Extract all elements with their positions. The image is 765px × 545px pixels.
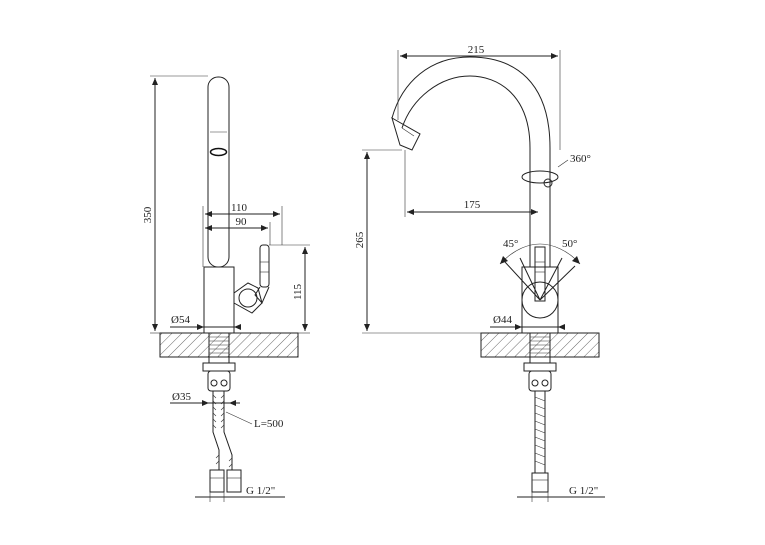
lever-hub-front [521, 281, 559, 319]
dim-width-90: 90 [236, 216, 248, 228]
lever-swing-left [504, 257, 541, 301]
hose-right-side [223, 391, 233, 470]
aerator-side [209, 147, 228, 157]
lever-handle-side [259, 244, 270, 288]
mounting-nut-side [202, 362, 236, 372]
front-view: 360° 45° 50° 215 [354, 44, 605, 502]
dim-diameter-54: Ø54 [171, 314, 190, 326]
hose-length-label: L=500 [254, 418, 284, 430]
dim-height-350: 350 [142, 206, 154, 223]
dim-reach-175: 175 [464, 199, 481, 211]
thread-label-front: G 1/2" [569, 485, 598, 497]
hose-left-side [212, 391, 220, 470]
rotation-symbol [521, 170, 559, 184]
mounting-nut-front [523, 362, 557, 372]
aerator-front [391, 116, 421, 151]
lever-swing-right [539, 257, 576, 301]
dim-height-265: 265 [354, 231, 366, 248]
thread-label-side: G 1/2" [246, 485, 275, 497]
rotation-label: 360° [570, 153, 591, 165]
body-side [203, 266, 235, 334]
dim-diameter-44: Ø44 [493, 314, 512, 326]
lever-handle-front [534, 246, 546, 302]
hose-end-front [531, 472, 549, 493]
dim-width-110: 110 [231, 202, 248, 214]
gooseneck-spout-front [401, 75, 531, 267]
dim-diameter-35: Ø35 [172, 391, 191, 403]
angle-label-right: 50° [562, 238, 577, 250]
dim-height-115: 115 [292, 283, 304, 300]
hose-end-right-side [226, 469, 242, 493]
angle-label-left: 45° [503, 238, 518, 250]
side-view: 350 110 90 115 Ø54 Ø35 L=500 G 1/2" [142, 75, 310, 502]
hose-end-left-side [209, 469, 225, 493]
hose-fitting-side [207, 370, 231, 392]
hose-front [534, 390, 546, 474]
spout-tube-side [207, 76, 230, 268]
dim-width-215: 215 [468, 44, 485, 56]
